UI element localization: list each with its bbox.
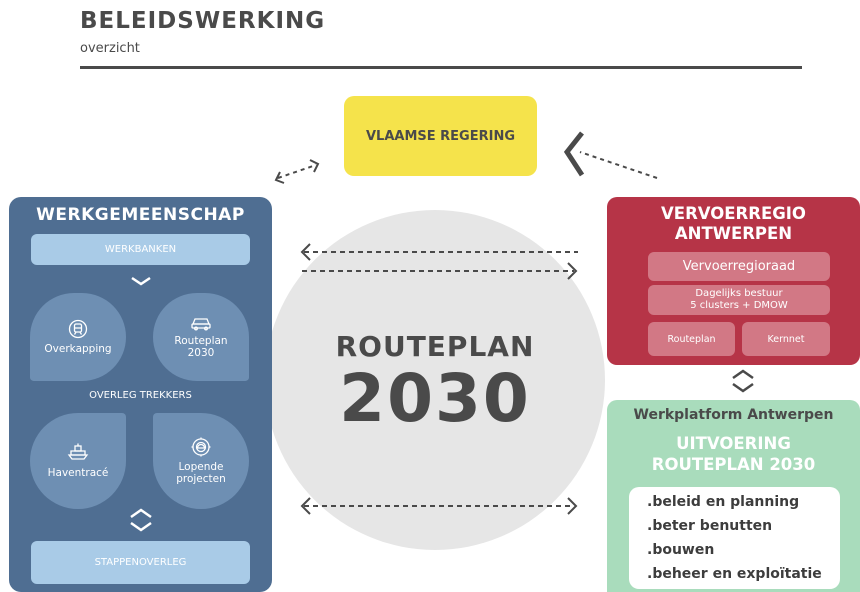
car-icon bbox=[191, 318, 211, 331]
werkbank-overkapping: Overkapping bbox=[30, 293, 126, 381]
lower-connector-arrow bbox=[300, 497, 578, 515]
werkbank-routeplan: Routeplan 2030 bbox=[153, 293, 249, 381]
routeplan-year: 2030 bbox=[339, 360, 531, 437]
gear-helmet-icon bbox=[191, 437, 211, 457]
vervoerregioraad-label: Vervoerregioraad bbox=[682, 259, 796, 274]
ship-icon bbox=[67, 443, 89, 460]
werkbank-haventrace: Haventracé bbox=[30, 413, 126, 509]
vervoerregioraad-pill: Vervoerregioraad bbox=[648, 252, 830, 281]
routeplan-label: ROUTEPLAN bbox=[335, 330, 535, 363]
werkplatform-item: .bouwen bbox=[647, 542, 715, 558]
chevron-updown-icon bbox=[130, 508, 152, 532]
stappenoverleg-label: STAPPENOVERLEG bbox=[94, 557, 187, 568]
vlaamse-regering-box: VLAAMSE REGERING bbox=[344, 96, 537, 176]
werkgemeenschap-title: WERKGEMEENSCHAP bbox=[36, 205, 245, 225]
chevron-updown-icon bbox=[732, 369, 754, 393]
routeplan-circle bbox=[265, 210, 605, 550]
overleg-trekkers-label: OVERLEG TREKKERS bbox=[89, 390, 192, 401]
regering-werkgemeenschap-arrow bbox=[274, 159, 320, 184]
train-icon bbox=[68, 319, 88, 339]
vervoerregio-regering-arrowhead bbox=[563, 131, 585, 177]
werkplatform-subtitle: UITVOERING ROUTEPLAN 2030 bbox=[607, 433, 860, 475]
chevron-down-icon bbox=[131, 276, 151, 286]
kernnet-label: Kernnet bbox=[767, 333, 805, 345]
werkplatform-subtitle-line2: ROUTEPLAN 2030 bbox=[651, 455, 816, 474]
werkbank-lopende-projecten-label: Lopende projecten bbox=[176, 461, 226, 485]
vervoerregio-regering-arrow bbox=[579, 151, 658, 179]
werkbanken-pill: WERKBANKEN bbox=[31, 234, 250, 265]
vervoerregio-title: VERVOERREGIO ANTWERPEN bbox=[607, 204, 860, 244]
werkplatform-item: .beheer en exploïtatie bbox=[647, 566, 822, 582]
werkbank-overkapping-label: Overkapping bbox=[44, 343, 112, 355]
kernnet-pill: Kernnet bbox=[742, 322, 830, 356]
vr-routeplan-label: Routeplan bbox=[667, 333, 716, 345]
werkplatform-subtitle-line1: UITVOERING bbox=[676, 434, 791, 453]
werkplatform-item: .beter benutten bbox=[647, 518, 773, 534]
werkplatform-title: Werkplatform Antwerpen bbox=[633, 407, 834, 423]
vlaamse-regering-label: VLAAMSE REGERING bbox=[365, 128, 515, 144]
page-title: BELEIDSWERKING bbox=[80, 8, 326, 34]
vervoerregio-title-line1: VERVOERREGIO bbox=[661, 204, 806, 223]
vervoerregio-title-line2: ANTWERPEN bbox=[674, 224, 793, 243]
werkbank-haventrace-label: Haventracé bbox=[47, 467, 109, 479]
werkbank-routeplan-label: Routeplan 2030 bbox=[174, 335, 228, 359]
dagelijks-bestuur-pill: Dagelijks bestuur 5 clusters + DMOW bbox=[648, 285, 830, 315]
vr-routeplan-pill: Routeplan bbox=[648, 322, 735, 356]
header-divider bbox=[80, 66, 802, 69]
werkplatform-item: .beleid en planning bbox=[647, 494, 800, 510]
dagelijks-bestuur-line1: Dagelijks bestuur bbox=[695, 288, 783, 299]
stappenoverleg-pill: STAPPENOVERLEG bbox=[31, 541, 250, 584]
werkplatform-list-box bbox=[629, 487, 840, 589]
werkbanken-label: WERKBANKEN bbox=[104, 244, 177, 255]
dagelijks-bestuur-line2: 5 clusters + DMOW bbox=[690, 300, 788, 311]
werkbank-lopende-projecten: Lopende projecten bbox=[153, 413, 249, 509]
page-subtitle: overzicht bbox=[80, 41, 140, 56]
upper-connector-arrows bbox=[300, 243, 578, 280]
